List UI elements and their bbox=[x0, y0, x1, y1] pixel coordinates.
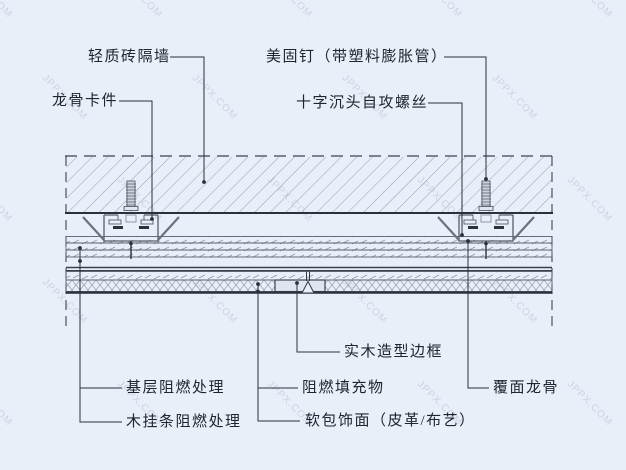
label-fire-retardant-filler: 阻燃填充物 bbox=[302, 380, 385, 396]
label-self-tapping-screw: 十字沉头自攻螺丝 bbox=[296, 95, 429, 111]
solid-wood-frame-block bbox=[274, 271, 326, 294]
label-base-fire-treatment: 基层阻燃处理 bbox=[126, 380, 226, 396]
label-expansion-nail: 美固钉（带塑料膨胀管） bbox=[266, 49, 448, 65]
label-facing-keel: 覆面龙骨 bbox=[493, 380, 560, 396]
leader-lines bbox=[79, 56, 489, 423]
label-keel-clip: 龙骨卡件 bbox=[52, 93, 119, 109]
label-wood-batten-treatment: 木挂条阻燃处理 bbox=[126, 414, 242, 430]
label-soft-cover-finish: 软包饰面（皮革/布艺） bbox=[305, 413, 476, 429]
label-partition-wall: 轻质砖隔墙 bbox=[88, 49, 171, 65]
partition-wall-section bbox=[65, 155, 553, 326]
label-solid-wood-frame: 实木造型边框 bbox=[344, 344, 444, 360]
leader-dots bbox=[78, 177, 488, 294]
